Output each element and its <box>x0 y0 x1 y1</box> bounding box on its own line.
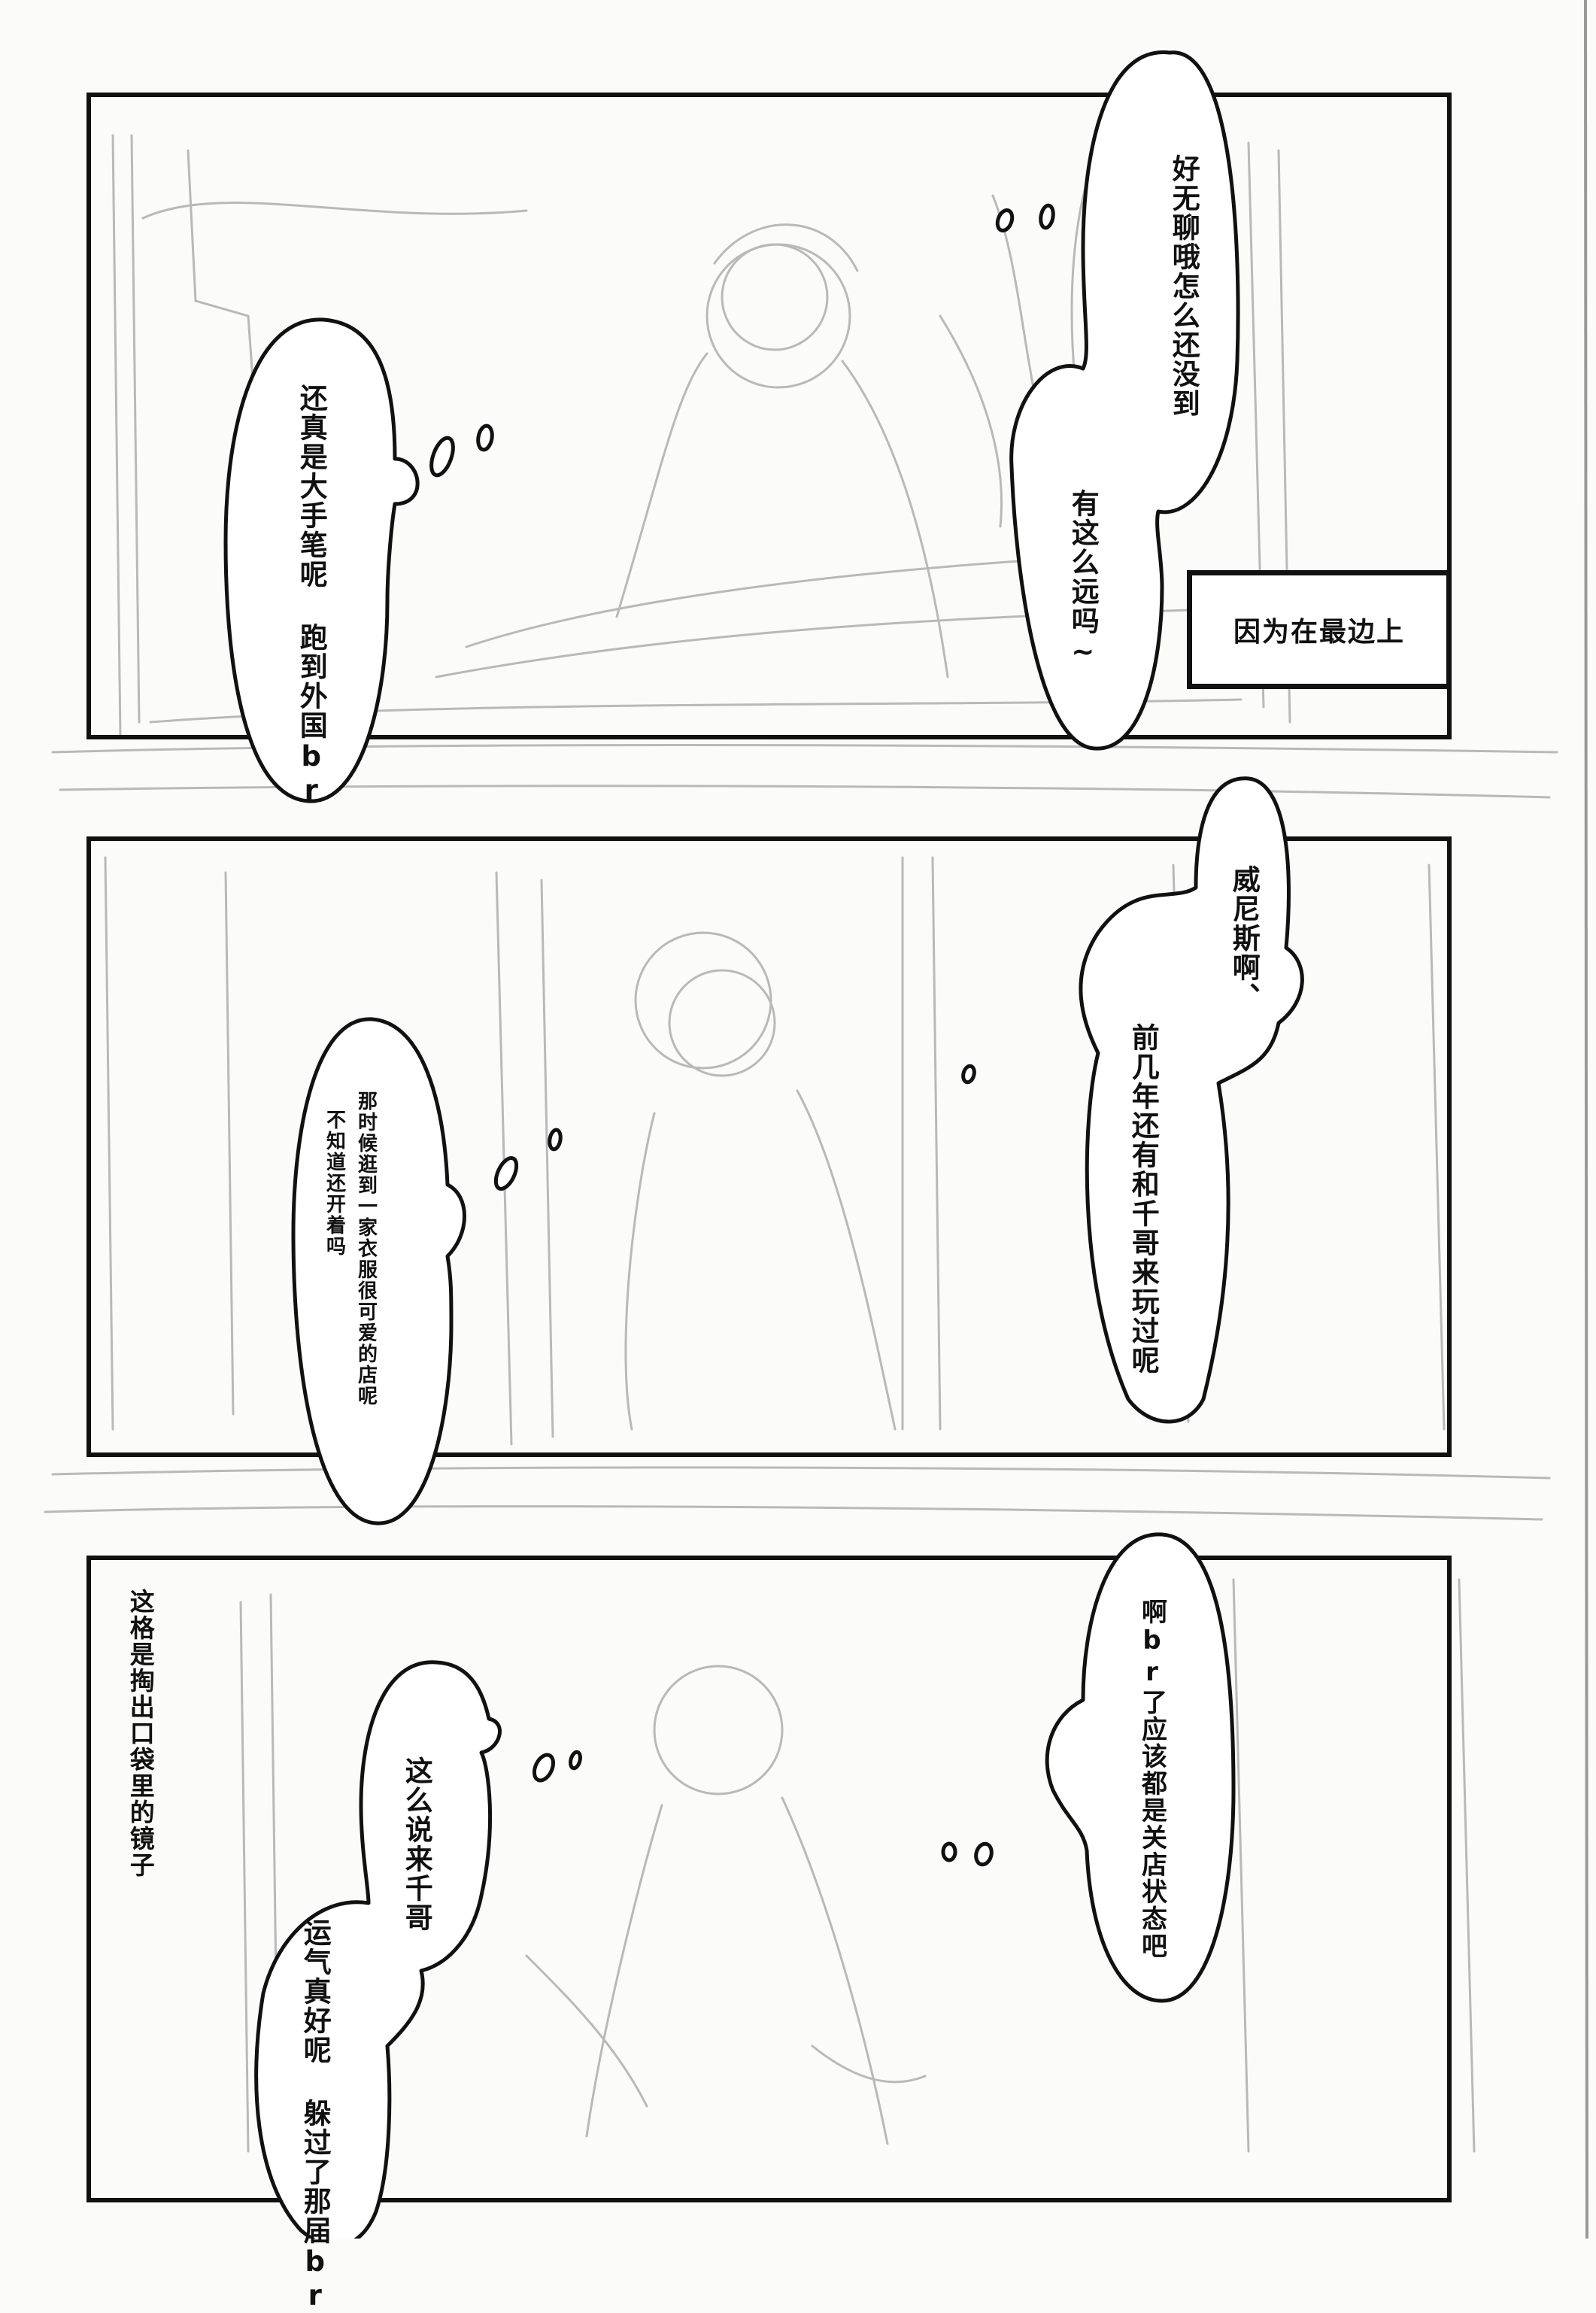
bubble-text-p2-right-top: 威尼斯啊、 <box>1227 865 1261 1012</box>
speech-bubbles-layer <box>223 50 1304 2239</box>
thought-dot <box>548 1128 563 1152</box>
bubble-text-p2-left-col2: 不知道还开着吗 <box>323 1109 346 1257</box>
bubble-text-p2-right-bottom: 前几年还有和千哥来玩过呢 <box>1127 1023 1160 1375</box>
thought-dot <box>941 1841 957 1862</box>
speech-bubble-p2-right <box>1079 776 1304 1424</box>
side-note: 这格是掏出口袋里的镜子 <box>126 1589 156 1878</box>
bubble-text-p3-right: 啊br了应该都是关店状态吧 <box>1136 1598 1167 1959</box>
bubble-text-p2-left-col1: 那时候逛到一家衣服很可爱的店呢 <box>354 1091 378 1407</box>
speech-bubble-p3-left <box>254 1660 502 2239</box>
speech-bubble-p2-left <box>291 1017 466 1525</box>
thought-dot <box>974 1841 994 1867</box>
panel-1 <box>86 93 1452 739</box>
thought-dot <box>995 208 1015 233</box>
thought-dot <box>429 436 455 478</box>
bubble-text-p3-left-bottom: 运气真好呢 躲过了那届br <box>299 1918 332 2313</box>
caption-box: 因为在最边上 <box>1187 570 1452 689</box>
panel-3 <box>86 1556 1452 2202</box>
thought-dot <box>476 423 494 452</box>
thought-dot <box>493 1156 519 1191</box>
caption-text: 因为在最边上 <box>1233 617 1405 648</box>
bubble-text-p3-left-top: 这么说来千哥 <box>400 1756 433 1932</box>
thought-dot <box>532 1753 556 1783</box>
bubble-text-p1-left: 还真是大手笔呢 跑到外国br <box>295 384 328 808</box>
thought-dot <box>961 1064 976 1085</box>
speech-bubble-p1-left <box>223 317 420 803</box>
bubble-text-p1-right-top: 好无聊哦怎么还没到 <box>1167 154 1200 418</box>
thought-dot <box>1039 203 1055 230</box>
bubble-text-p1-right-bottom: 有这么远吗~ <box>1067 489 1100 669</box>
thought-dot <box>569 1750 582 1771</box>
panel-2 <box>86 836 1452 1457</box>
speech-bubble-p1-right <box>1009 50 1240 751</box>
speech-bubble-p3-right <box>1045 1532 1236 2003</box>
